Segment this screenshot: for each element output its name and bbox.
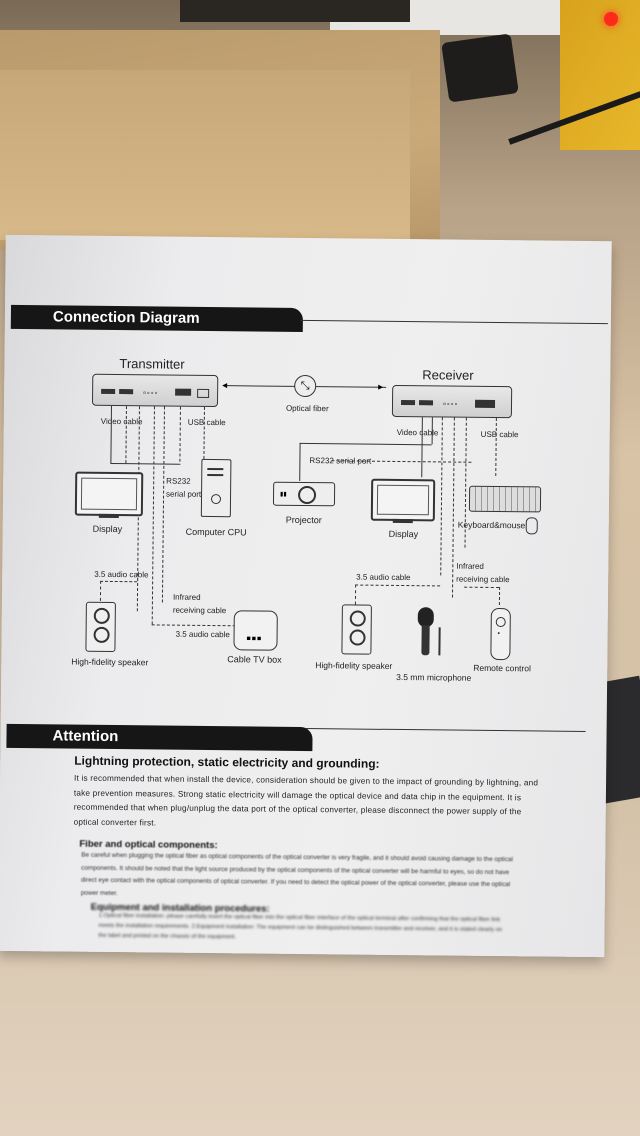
tx-display-label: Display <box>92 523 123 535</box>
rs232-label-2: serial port <box>166 489 202 499</box>
attention-header: Attention <box>6 723 313 752</box>
cable-tv-box-label: Cable TV box <box>227 654 282 665</box>
rx-usb-line <box>495 417 497 476</box>
tx-infrared-label-1: Infrared <box>172 592 201 602</box>
microphone-handle <box>421 625 430 656</box>
receiver-device: ▫◦◦◦ <box>391 384 513 419</box>
tx-audio-line-v <box>99 580 102 601</box>
red-led-icon <box>604 12 618 26</box>
tx-audio-line-h <box>100 580 138 583</box>
transmitter-label: Transmitter <box>119 356 185 372</box>
remote-control-label: Remote control <box>473 662 531 674</box>
rx-video-line <box>421 417 423 478</box>
rx-display-label: Display <box>388 528 419 540</box>
tx-display-stand <box>98 513 119 519</box>
projector-icon: ▮▮ <box>272 481 336 507</box>
tx-rs232-line <box>179 406 181 462</box>
rx-mic-line <box>451 417 455 598</box>
projector-label: Projector <box>285 514 322 526</box>
cardboard-box-inner <box>0 70 410 240</box>
rx-display-icon <box>370 478 436 522</box>
attention-rule <box>305 728 586 732</box>
rx-speaker-icon <box>341 604 372 655</box>
rx-rs232-line-v <box>299 442 301 481</box>
tx-usb-line <box>203 406 205 459</box>
keyboard-mouse-label: Keyboard&mouse <box>457 519 526 531</box>
keyboard-icon <box>468 485 542 513</box>
microphone-plug <box>438 627 441 656</box>
lightning-paragraph: It is recommended that when install the … <box>73 773 539 828</box>
header-rule <box>299 319 608 325</box>
remote-control-icon: ▪ <box>490 607 511 661</box>
rx-rs232-line-h <box>299 442 432 446</box>
tx-speaker-label: High-fidelity speaker <box>71 656 149 668</box>
computer-cpu-icon <box>200 458 232 518</box>
optical-fiber-label: Optical fiber <box>285 403 329 414</box>
power-adapter <box>441 33 519 103</box>
installation-paragraph: 1.Optical fiber installation: please car… <box>98 912 503 941</box>
microphone-label: 3.5 mm microphone <box>396 671 472 683</box>
tx-usb-cable-label: USB cable <box>187 417 226 428</box>
rx-ir-line-v <box>498 587 501 606</box>
rx-rs232-label: RS232 serial port <box>309 456 372 466</box>
tx-infrared-label-2: receiving cable <box>172 605 227 616</box>
rx-rs232-line-top <box>431 417 433 445</box>
tx-video-line <box>110 405 112 463</box>
rx-display-stand <box>392 518 413 524</box>
tx-video-cable-label: Video cable <box>100 416 143 427</box>
rx-audio-line <box>440 417 443 576</box>
computer-cpu-label: Computer CPU <box>185 526 247 538</box>
rx-usb-cable-label: USB cable <box>480 429 519 440</box>
rx-infrared-label-2: receiving cable <box>456 574 510 585</box>
background-dark-object <box>180 0 410 22</box>
connection-diagram-title: Connection Diagram <box>52 308 200 327</box>
yellow-device <box>560 0 640 150</box>
connection-diagram-header: Connection Diagram <box>10 304 304 332</box>
rx-audio-line-v <box>354 584 357 605</box>
rx-audio-line-h <box>355 584 441 587</box>
fiber-paragraph: Be careful when plugging the optical fib… <box>80 851 513 897</box>
lightning-heading: Lightning protection, static electricity… <box>74 753 380 771</box>
fiber-connector-icon: ⤡ <box>294 374 317 398</box>
tx-speaker-icon <box>85 601 116 653</box>
cable-tv-box-icon: ■■■ <box>233 610 278 651</box>
arrow-left-icon: ◂ <box>222 380 228 392</box>
receiver-label: Receiver <box>422 367 474 383</box>
attention-title: Attention <box>52 727 119 746</box>
tx-video-line-h <box>110 462 181 465</box>
tx-audio-cable-label: 3.5 audio cable <box>94 569 149 580</box>
tx-audio-cable-2-label: 3.5 audio cable <box>175 629 230 640</box>
rx-speaker-label: High-fidelity speaker <box>315 660 393 671</box>
tx-audio2-line <box>161 406 165 603</box>
manual-page: Connection Diagram Transmitter ▫◦◦◦ Rece… <box>0 234 612 958</box>
rx-ir-line-h <box>464 586 500 589</box>
tx-display-icon <box>74 471 144 517</box>
mouse-icon <box>525 517 538 535</box>
tx-ir-line <box>151 406 155 625</box>
arrow-right-icon: ▸ <box>378 381 384 393</box>
rx-audio-cable-label: 3.5 audio cable <box>356 572 411 583</box>
tx-link-line <box>125 406 127 464</box>
rx-infrared-label-1: Infrared <box>456 561 484 571</box>
tx-ir-line-h <box>151 624 236 627</box>
transmitter-device: ▫◦◦◦ <box>91 373 219 408</box>
rs232-label-1: RS232 <box>166 476 191 486</box>
